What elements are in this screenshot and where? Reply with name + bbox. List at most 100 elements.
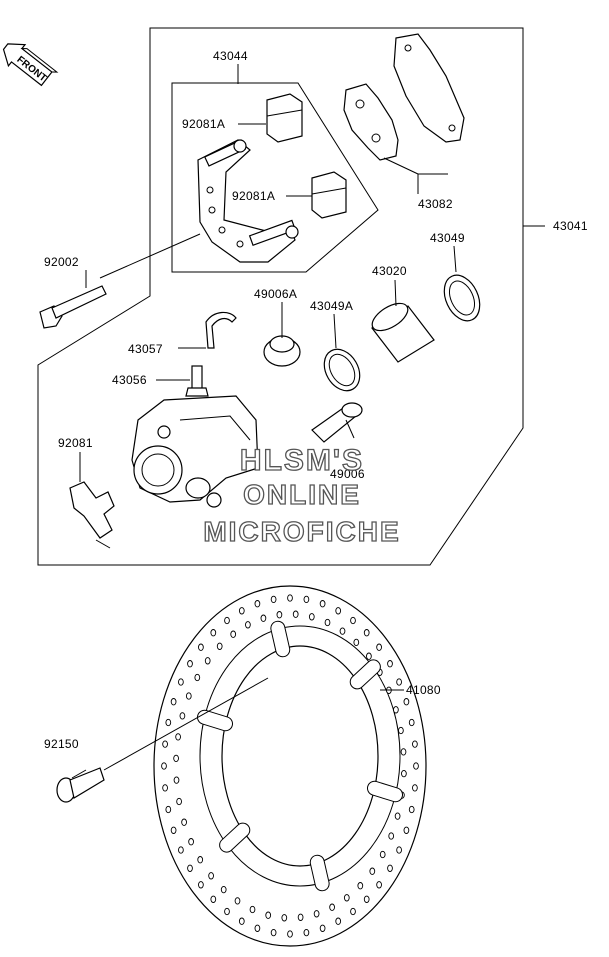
disc-hole <box>403 826 410 834</box>
disc-hole <box>408 805 415 814</box>
disc-hole <box>403 698 410 706</box>
disc-hole <box>353 638 360 647</box>
label-49006a: 49006A <box>254 287 297 301</box>
disc-hole <box>350 616 356 625</box>
disc-hole <box>175 733 181 741</box>
disc-slot <box>309 854 330 892</box>
label-92002: 92002 <box>44 255 79 269</box>
disc-hole <box>187 864 193 872</box>
watermark-line-2: ONLINE <box>243 479 361 510</box>
disc-hole <box>198 643 204 651</box>
label-41080: 41080 <box>406 683 441 697</box>
disc-hole <box>401 769 407 778</box>
disc-hole <box>412 784 418 792</box>
disc-hole <box>224 616 230 625</box>
bracket-outline <box>171 82 379 273</box>
disc-hole <box>188 838 194 846</box>
disc-hole <box>265 911 272 919</box>
disc-hole <box>224 907 230 916</box>
disc-hole <box>376 881 382 889</box>
disc-hole <box>210 629 217 637</box>
disc-hole <box>398 726 404 735</box>
disc-bolt <box>56 767 105 803</box>
disc-hole <box>387 864 393 872</box>
disc-hole <box>376 643 382 651</box>
disc-hole <box>388 832 395 840</box>
disc-slot <box>366 780 404 803</box>
disc-slot <box>349 659 381 690</box>
label-49006: 49006 <box>330 467 365 481</box>
disc-hole <box>343 894 350 902</box>
disc-hole <box>319 600 326 608</box>
disc-hole <box>324 618 331 627</box>
disc-hole <box>230 630 237 638</box>
disc-hole <box>393 706 399 714</box>
disc-hole <box>187 660 193 668</box>
disc-slots <box>196 620 404 892</box>
front-arrow: FRONT <box>2 43 59 87</box>
disc-hole <box>216 642 223 650</box>
disc-hole <box>394 812 401 820</box>
brake-disc <box>153 585 427 947</box>
disc-hole <box>181 818 187 826</box>
disc-hole <box>369 867 376 875</box>
disc-hole <box>287 930 293 938</box>
disc-hole <box>363 629 370 637</box>
disc-hole <box>396 678 402 686</box>
pin-boot <box>263 335 301 367</box>
disc-hole <box>245 621 251 629</box>
leader-lines <box>71 64 545 779</box>
disc-hole <box>303 595 310 604</box>
disc-hole <box>249 905 256 914</box>
disc-hole <box>254 924 261 932</box>
pad-spring <box>69 481 115 549</box>
disc-hole <box>204 657 211 665</box>
disc-hole <box>335 607 342 615</box>
bleed-valve-cap <box>205 311 237 349</box>
disc-hole <box>170 698 177 706</box>
disc-hole <box>297 913 304 921</box>
disc-hole <box>363 895 370 903</box>
label-43049: 43049 <box>430 231 465 245</box>
slide-pin <box>311 402 363 443</box>
label-92081: 92081 <box>58 436 93 450</box>
disc-hole <box>178 846 184 854</box>
disc-slot <box>270 620 291 658</box>
watermark-line-3: MICROFICHE <box>203 516 400 547</box>
disc-hole <box>357 882 364 890</box>
disc-slot <box>196 709 234 732</box>
disc-hole <box>387 660 393 668</box>
disc-hole <box>234 897 241 905</box>
disc-hole <box>185 692 192 700</box>
disc-hole <box>281 914 288 922</box>
disc-hole <box>198 881 204 889</box>
disc-hole <box>396 846 402 854</box>
disc-hole <box>165 805 172 814</box>
label-43041: 43041 <box>553 219 588 233</box>
disc-hole <box>162 784 168 792</box>
label-43020: 43020 <box>372 264 407 278</box>
disc-hole <box>162 740 168 748</box>
watermark-line-1: HLSM'S <box>240 444 364 477</box>
disc-hole <box>238 607 245 615</box>
disc-hole <box>260 614 267 622</box>
disc-slot <box>219 822 251 853</box>
disc-hole <box>161 762 167 770</box>
disc-hole <box>270 928 277 937</box>
disc-hole <box>366 652 372 660</box>
caliper-body <box>131 395 259 508</box>
disc-hole <box>176 797 182 806</box>
dust-seal <box>323 348 361 392</box>
disc-hole <box>413 762 419 770</box>
disc-hole <box>178 678 184 686</box>
label-92081a-upper: 92081A <box>182 117 225 131</box>
disc-hole <box>220 885 227 894</box>
disc-hole <box>350 907 356 916</box>
disc-hole <box>303 928 310 937</box>
piston <box>371 302 435 363</box>
caliper-bracket <box>197 139 299 263</box>
disc-hole <box>165 718 172 727</box>
disc-hole <box>254 600 261 608</box>
disc-hole <box>292 610 299 618</box>
